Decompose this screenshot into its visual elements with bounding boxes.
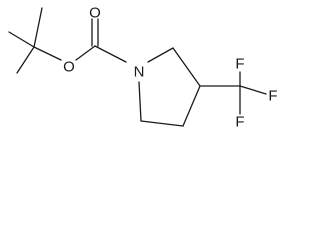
- bond-tbu-methyl-left: [8, 31, 35, 48]
- atom-label-ester-oxygen: O: [63, 59, 75, 76]
- chemical-structure: O O N F F F: [8, 5, 278, 131]
- atom-label-fluorine-top: F: [235, 56, 244, 73]
- atom-label-fluorine-right: F: [268, 88, 277, 105]
- bond-ring-c2-to-c3: [172, 47, 201, 87]
- bond-tbu-to-ester-oxygen: [33, 46, 62, 61]
- bond-tbu-methyl-top: [33, 7, 43, 48]
- bond-ester-oxygen-to-carbonyl-carbon: [75, 45, 96, 61]
- bond-ring-c4-to-c5: [140, 120, 184, 127]
- bond-ring-c5-to-n: [138, 81, 142, 122]
- bond-carbonyl-carbon-to-nitrogen: [94, 45, 127, 63]
- bond-ring-n-to-c2: [147, 47, 174, 63]
- atom-label-fluorine-bottom: F: [235, 114, 244, 131]
- bond-ring-c3-to-c4: [182, 85, 201, 127]
- atom-label-ring-nitrogen: N: [134, 64, 145, 81]
- bond-cf3-to-f-right: [239, 85, 267, 95]
- bond-tbu-methyl-bottom: [16, 46, 35, 74]
- atom-label-carbonyl-oxygen: O: [89, 5, 101, 22]
